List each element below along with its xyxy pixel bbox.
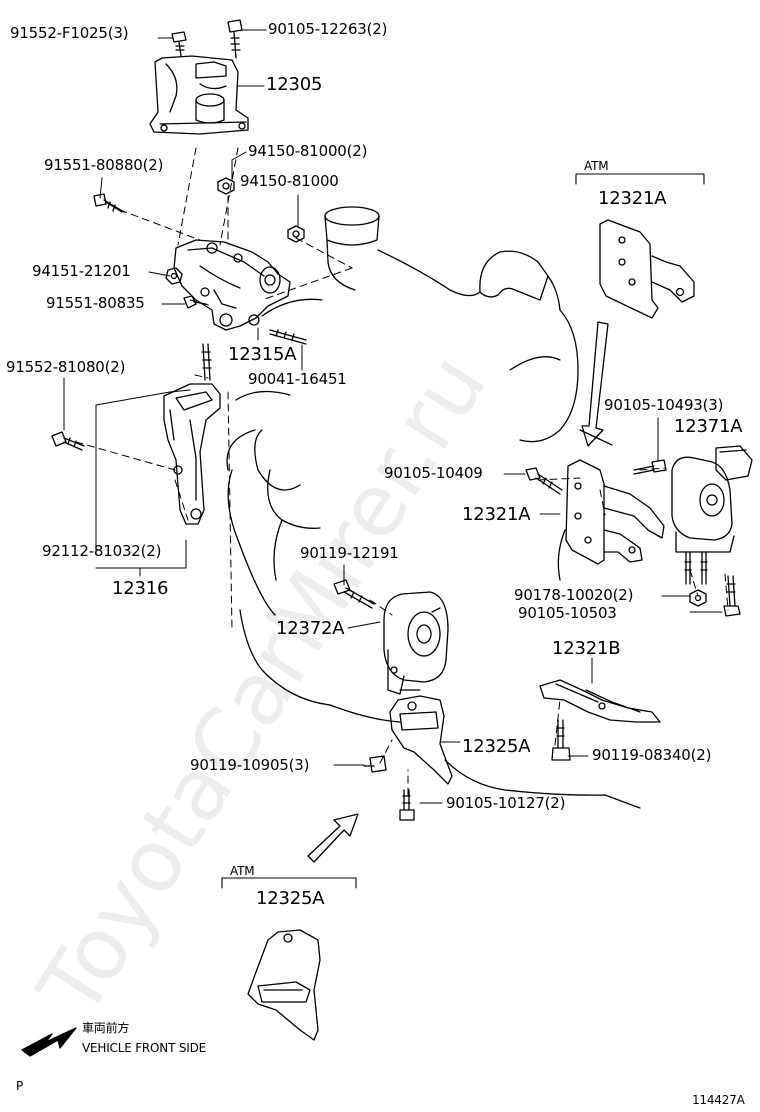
label-12321A-atm[interactable]: 12321A — [598, 188, 667, 209]
nut-94151-21201 — [165, 267, 183, 285]
label-90119-10905[interactable]: 90119-10905(3) — [190, 756, 310, 774]
drawing-number: 114427A — [692, 1093, 745, 1107]
label-12371A[interactable]: 12371A — [674, 416, 743, 437]
label-94150-81000[interactable]: 94150-81000 — [240, 172, 339, 190]
bolt-91552-81080 — [51, 431, 85, 451]
label-12325A[interactable]: 12325A — [462, 736, 531, 757]
part-12321A — [565, 459, 665, 565]
label-front-japanese: 車両前方 — [82, 1021, 130, 1035]
bolt-90119-08340 — [551, 719, 571, 761]
part-12321A-atm — [599, 219, 695, 319]
part-12316 — [163, 383, 221, 525]
label-90105-10409[interactable]: 90105-10409 — [384, 464, 483, 482]
label-atm-top: ATM — [584, 159, 609, 173]
bolt-90105-10127 — [399, 789, 415, 821]
label-90105-10493[interactable]: 90105-10493(3) — [604, 396, 724, 414]
label-94151-21201[interactable]: 94151-21201 — [32, 262, 131, 280]
part-12372A — [383, 591, 449, 695]
label-94150-81000-2[interactable]: 94150-81000(2) — [248, 142, 368, 160]
label-atm-bottom: ATM — [230, 864, 255, 878]
stud-90041-16451 — [269, 329, 307, 345]
label-90119-12191[interactable]: 90119-12191 — [300, 544, 399, 562]
label-91552-81080[interactable]: 91552-81080(2) — [6, 358, 126, 376]
stud-upper-12316 — [201, 343, 212, 381]
nut-90178-10020 — [689, 589, 707, 607]
label-12305[interactable]: 12305 — [266, 74, 323, 95]
assembly-arrow-down — [581, 321, 609, 447]
label-90041-16451[interactable]: 90041-16451 — [248, 370, 347, 388]
part-12371A — [671, 445, 753, 585]
bolt-91551-80835 — [183, 295, 207, 309]
atm-brackets — [221, 173, 705, 889]
part-12305 — [149, 55, 249, 135]
bolt-90105-10409 — [525, 467, 563, 495]
label-12325A-atm[interactable]: 12325A — [256, 888, 325, 909]
assembly-arrow-up-right — [307, 813, 359, 863]
assembly-lines — [75, 147, 729, 796]
engine-outline — [226, 206, 641, 809]
label-90105-10503[interactable]: 90105-10503 — [518, 604, 617, 622]
label-91551-80880[interactable]: 91551-80880(2) — [44, 156, 164, 174]
vehicle-front-arrow — [21, 1027, 77, 1057]
nut-94150-81000-2 — [217, 177, 235, 195]
bolt-90105-10493 — [633, 459, 667, 475]
part-12321B — [539, 679, 661, 723]
label-90119-08340[interactable]: 90119-08340(2) — [592, 746, 712, 764]
label-91551-80835[interactable]: 91551-80835 — [46, 294, 145, 312]
part-12325A-atm — [247, 929, 321, 1041]
label-12321A[interactable]: 12321A — [462, 504, 531, 525]
bolt-90119-12191 — [333, 579, 375, 609]
part-12325A — [389, 695, 453, 785]
label-12316[interactable]: 12316 — [112, 578, 169, 599]
label-12315A[interactable]: 12315A — [228, 344, 297, 365]
bolt-91551-80880 — [93, 193, 125, 213]
label-91552-f1025[interactable]: 91552-F1025(3) — [10, 24, 129, 42]
label-90105-12263[interactable]: 90105-12263(2) — [268, 20, 388, 38]
label-corner-p: P — [16, 1079, 24, 1093]
label-90178-10020[interactable]: 90178-10020(2) — [514, 586, 634, 604]
label-12372A[interactable]: 12372A — [276, 618, 345, 639]
nut-94150-81000 — [287, 225, 305, 243]
bolt-91552-f1025 — [171, 31, 187, 57]
label-12321B[interactable]: 12321B — [552, 638, 621, 659]
part-12315A — [173, 239, 291, 331]
bolt-90105-12263 — [227, 19, 243, 59]
bolt-90105-10503 — [723, 575, 741, 617]
label-90105-10127[interactable]: 90105-10127(2) — [446, 794, 566, 812]
label-92112-81032[interactable]: 92112-81032(2) — [42, 542, 162, 560]
bolt-90119-10905 — [363, 755, 387, 773]
label-vehicle-front-side: VEHICLE FRONT SIDE — [82, 1041, 206, 1055]
